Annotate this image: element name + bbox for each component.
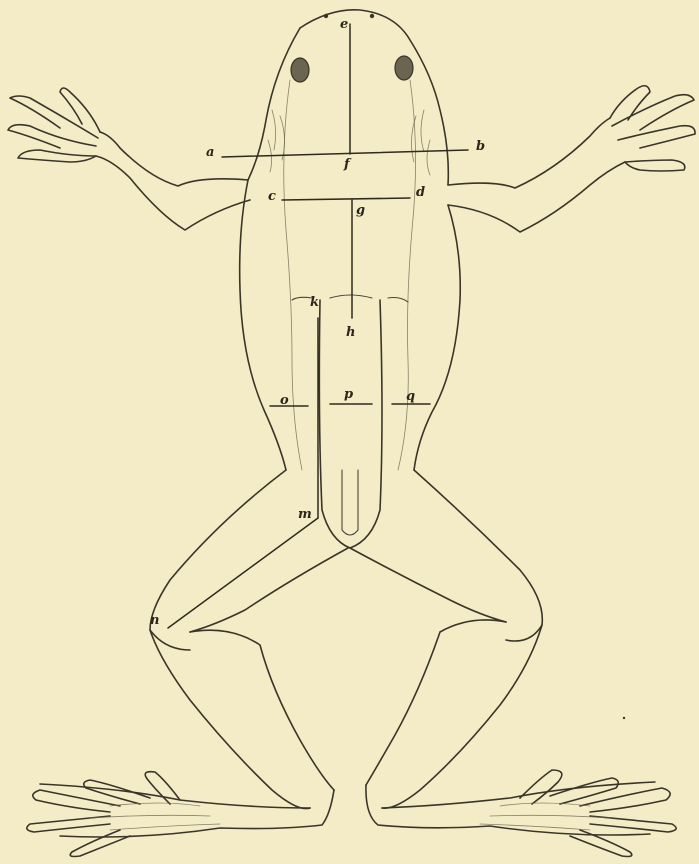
right-foot-webbing [480,803,610,830]
left-foot-outline [40,784,334,837]
label-k: k [310,296,319,309]
body-right-outline [414,205,460,470]
right-shank-inner [366,620,506,785]
label-m: m [298,508,312,521]
right-thigh-outline [414,470,542,641]
label-c: c [268,190,276,203]
left-shank-inner [190,630,334,790]
line-c-d [282,198,410,200]
dorsal-fold-right [398,80,416,470]
label-h: h [346,326,355,339]
label-e: e [340,18,348,31]
dorsal-fold-left [284,80,302,470]
frog-head-outline-left [248,28,300,180]
left-nostril-icon [324,14,328,18]
right-thigh-inner [350,548,506,622]
left-shank-outline [150,630,310,809]
label-a: a [206,146,214,159]
right-hand-fingers [610,86,695,171]
urostyle-detail [342,470,358,535]
left-thigh-inner [190,548,348,632]
label-b: b [476,140,485,153]
label-p: p [344,388,353,401]
right-arm-lower [448,162,625,232]
right-arm-outline [448,118,610,188]
label-o: o [280,394,289,407]
label-f: f [344,158,350,171]
label-d: d [416,186,425,199]
right-nostril-icon [370,14,374,18]
right-toes [520,770,676,857]
stray-dot [623,717,625,719]
left-hand-fingers [8,88,100,162]
left-arm-lower [96,156,250,230]
right-eye-icon [395,56,413,80]
frog-head-outline [300,10,448,185]
body-left-outline [240,180,286,470]
left-arm-outline [100,132,248,186]
label-q: q [406,390,415,403]
label-g: g [356,204,365,217]
left-eye-icon [291,58,309,82]
label-n: n [150,614,159,627]
head-shading-left [268,110,285,172]
right-shank-outline [382,625,542,808]
left-foot-webbing [90,803,220,830]
